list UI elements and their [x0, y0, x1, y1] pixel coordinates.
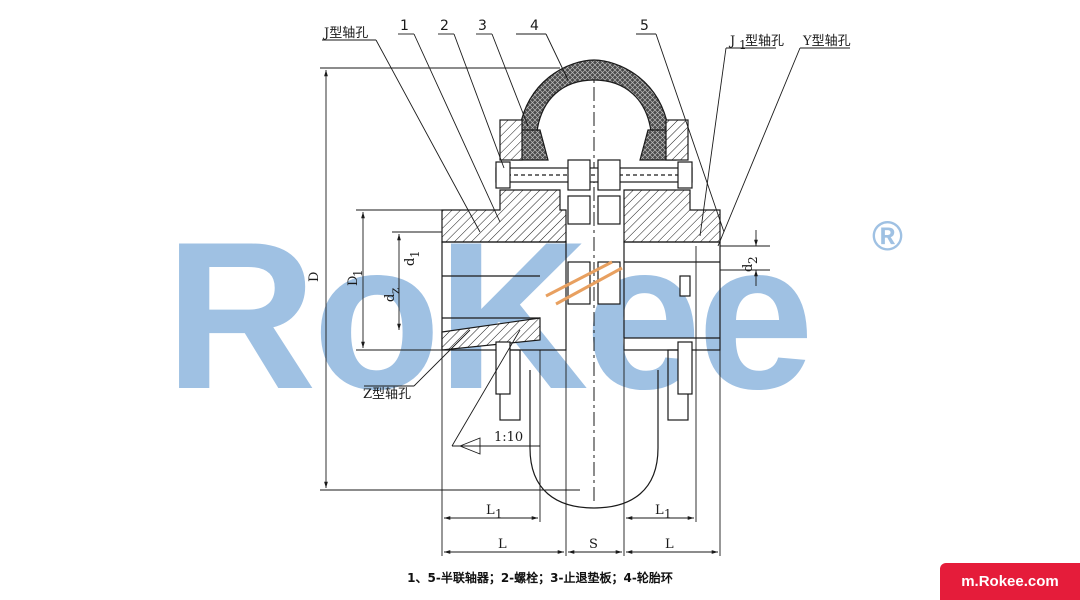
svg-text:L: L — [486, 503, 495, 518]
bolt-centre — [545, 260, 623, 306]
clamp-ring-right — [665, 119, 689, 161]
parts-caption: 1、5-半联轴器；2-螺栓；3-止退垫板；4-轮胎环 — [407, 571, 673, 585]
svg-text:2: 2 — [746, 256, 760, 264]
j-bore-label: J型轴孔 — [322, 26, 368, 41]
svg-text:1: 1 — [664, 507, 672, 521]
dim-L1-right: L 1 — [655, 503, 672, 521]
z-bore-taper — [441, 317, 541, 351]
y-bore-label: Y型轴孔 — [802, 34, 851, 49]
svg-text:1: 1 — [351, 269, 365, 277]
dim-D1: D 1 — [346, 269, 365, 286]
part-number-5: 5 — [640, 18, 649, 34]
dim-S: S — [589, 537, 598, 552]
dim-L-right: L — [665, 537, 674, 552]
dim-D: D — [307, 272, 322, 282]
coupling-assembly — [441, 59, 721, 509]
svg-text:1: 1 — [739, 38, 747, 52]
leader-lines — [322, 33, 850, 387]
svg-text:d: d — [383, 294, 398, 302]
svg-text:J: J — [728, 34, 735, 49]
dim-dz: d z — [383, 288, 402, 302]
bolt-lower — [495, 275, 693, 395]
site-badge[interactable]: m.Rokee.com — [940, 563, 1080, 600]
dim-d1: d 1 — [403, 250, 422, 266]
bolt-upper — [495, 159, 693, 191]
z-bore-label: Z型轴孔 — [363, 387, 411, 402]
dim-L-left: L — [498, 537, 507, 552]
svg-text:d: d — [741, 264, 756, 272]
svg-text:L: L — [655, 503, 664, 518]
svg-text:d: d — [403, 258, 418, 266]
svg-text:D: D — [346, 276, 361, 286]
svg-text:z: z — [388, 288, 402, 294]
dim-d2: d 2 — [741, 256, 760, 272]
dim-L1-left: L 1 — [486, 503, 503, 521]
svg-text:D: D — [307, 272, 322, 282]
svg-text:1: 1 — [495, 507, 503, 521]
registered-mark: ® — [872, 212, 903, 259]
svg-text:1: 1 — [408, 250, 422, 258]
bolt-middle — [567, 195, 621, 225]
j1-bore-label: J 1 型轴孔 — [728, 34, 784, 52]
labels: J型轴孔 1 2 3 4 5 J 1 型轴孔 Y型轴孔 Z型轴孔 D D 1 d… — [307, 18, 851, 552]
part-number-4: 4 — [530, 18, 539, 34]
part-number-2: 2 — [440, 18, 449, 34]
svg-text:型轴孔: 型轴孔 — [745, 34, 784, 49]
clamp-ring-left — [499, 119, 523, 161]
part-number-1: 1 — [400, 18, 409, 34]
dimensions — [320, 67, 770, 556]
part-number-3: 3 — [478, 18, 487, 34]
tyre-ring-lower — [529, 370, 659, 509]
taper-ratio: 1:10 — [494, 430, 523, 445]
